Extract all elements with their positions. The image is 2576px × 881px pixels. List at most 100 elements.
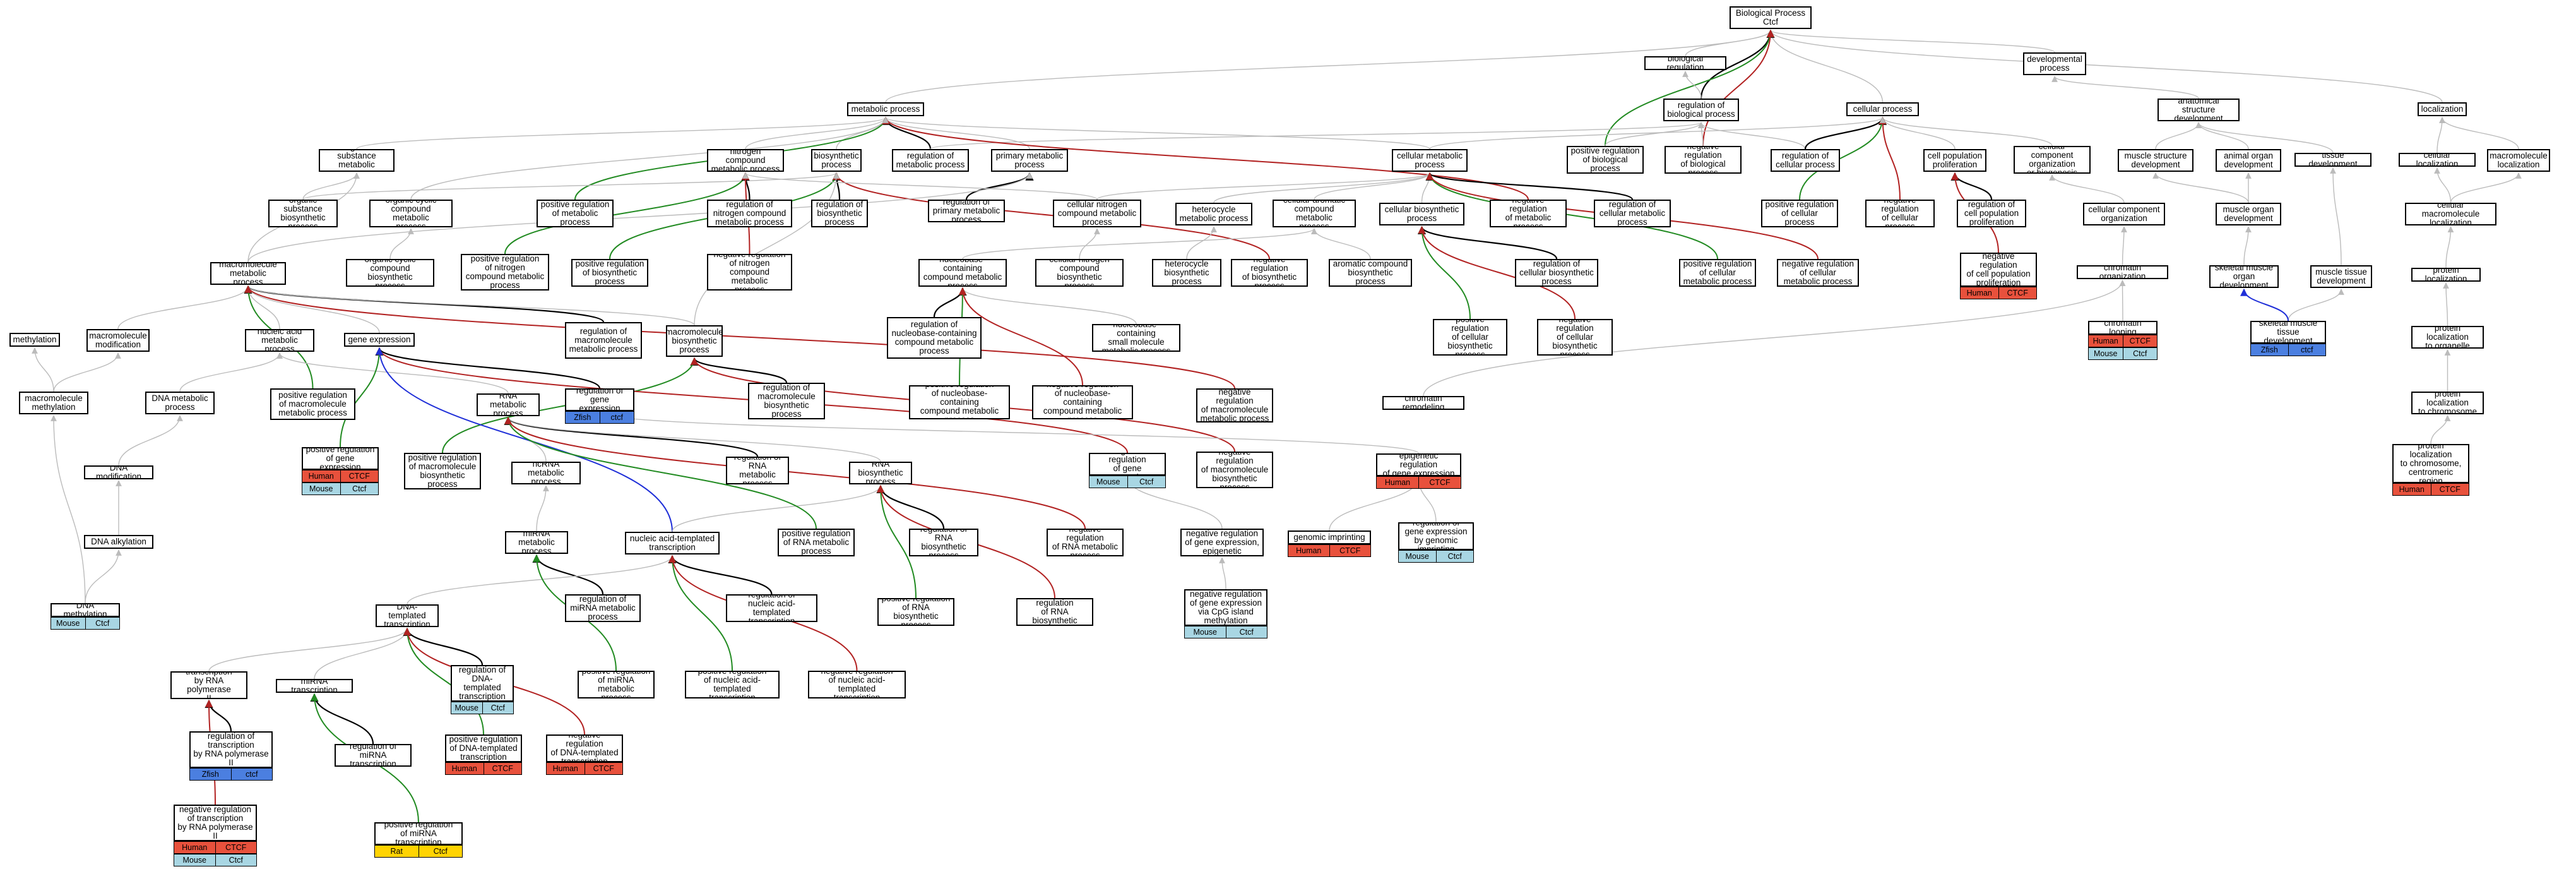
go-term-regrnabio[interactable]: regulation of RNA biosynthetic process	[909, 529, 978, 556]
go-term-posregmetab[interactable]: positive regulation of metabolic process	[537, 200, 614, 227]
go-term-cellproc[interactable]: cellular process	[1846, 102, 1919, 116]
go-term-mirnatrans[interactable]: miRNA transcription	[276, 679, 353, 693]
go-term-macrometab[interactable]: macromolecule metabolic process	[210, 262, 286, 285]
go-term-dnameth[interactable]: DNA methylation	[50, 603, 120, 617]
go-term-devproc[interactable]: developmental process	[2023, 52, 2086, 75]
go-term-musclestr[interactable]: muscle structure development	[2118, 149, 2193, 172]
go-term-cellpop[interactable]: cell population proliferation	[1923, 149, 1986, 172]
go-term-negregcellpop[interactable]: negative regulation of cell population p…	[1960, 253, 2037, 287]
go-term-protchrom[interactable]: protein localization to chromosome	[2411, 392, 2484, 414]
go-term-negregcellbiosyn[interactable]: negative regulation of cellular biosynth…	[1537, 319, 1613, 356]
go-term-posregmacro[interactable]: positive regulation of macromolecule met…	[270, 388, 355, 420]
go-term-nucbio[interactable]: nucleobase-containing small molecule met…	[1092, 324, 1180, 352]
go-term-negreggeneexp[interactable]: negative regulation of gene expression	[1089, 453, 1166, 476]
go-term-macrobiosyn[interactable]: macromolecule biosynthetic process	[666, 325, 723, 357]
go-term-posregmirnatrans[interactable]: positive regulation of miRNA transcripti…	[374, 822, 463, 845]
go-term-geneexp[interactable]: gene expression	[344, 333, 415, 347]
go-term-rnametab[interactable]: RNA metabolic process	[477, 393, 540, 416]
go-term-regnitro[interactable]: regulation of nitrogen compound metaboli…	[707, 200, 792, 227]
go-term-regmetab[interactable]: regulation of metabolic process	[892, 149, 969, 172]
go-term-skelmuscletissue[interactable]: skeletal muscle tissue development	[2250, 321, 2326, 344]
go-term-protorganelle[interactable]: protein localization to organelle	[2411, 326, 2484, 349]
go-term-chromloop[interactable]: chromatin looping	[2088, 321, 2158, 335]
go-term-posregrna[interactable]: positive regulation of RNA metabolic pro…	[778, 529, 855, 556]
go-term-posregcell[interactable]: positive regulation of cellular process	[1761, 200, 1838, 227]
go-term-regcell[interactable]: regulation of cellular process	[1771, 149, 1840, 172]
go-term-posregcellbiosyn[interactable]: positive regulation of cellular biosynth…	[1433, 319, 1507, 356]
go-term-protlocal[interactable]: protein localization	[2411, 268, 2481, 282]
go-term-muscletissue[interactable]: muscle tissue development	[2310, 265, 2372, 288]
go-term-mirnametab[interactable]: miRNA metabolic process	[505, 531, 568, 554]
go-term-posregrnabio[interactable]: positive regulation of RNA biosynthetic …	[877, 598, 954, 626]
go-term-dnametab[interactable]: DNA metabolic process	[145, 392, 215, 414]
go-term-regcellmetab[interactable]: regulation of cellular metabolic process	[1594, 200, 1671, 227]
go-term-regmirna[interactable]: regulation of miRNA metabolic process	[565, 594, 641, 622]
go-term-cellmetab[interactable]: cellular metabolic process	[1392, 149, 1468, 172]
go-term-macrometh[interactable]: macromolecule methylation	[19, 392, 88, 414]
go-term-cellnitro[interactable]: cellular nitrogen compound metabolic pro…	[1053, 200, 1141, 227]
go-term-regcellbiosyn[interactable]: regulation of cellular biosynthetic proc…	[1515, 259, 1598, 287]
go-term-cellbiosyn[interactable]: cellular biosynthetic process	[1379, 203, 1464, 225]
go-term-orgcyc[interactable]: organic cyclic compound metabolic proces…	[369, 200, 453, 227]
go-term-cellcomp[interactable]: cellular component organization or bioge…	[2014, 146, 2091, 174]
go-term-negregrnabio[interactable]: negative regulation of RNA biosynthetic …	[1016, 598, 1093, 626]
go-term-regnucbio[interactable]: regulation of nucleobase-containing comp…	[887, 317, 982, 359]
go-term-chromorg[interactable]: chromatin organization	[2077, 265, 2168, 279]
go-term-regdnatrans[interactable]: regulation of DNA-templated transcriptio…	[451, 665, 514, 702]
go-term-dnamod[interactable]: DNA modification	[84, 465, 153, 479]
go-term-posregnuctrans[interactable]: positive regulation of nucleic acid-temp…	[685, 671, 780, 698]
go-term-reggeneexp[interactable]: regulation of gene expression	[565, 388, 634, 411]
go-term-negregcellmetab[interactable]: negative regulation of cellular metaboli…	[1777, 259, 1859, 287]
go-term-epireg[interactable]: epigenetic regulation of gene expression	[1376, 453, 1461, 476]
go-term-regmirnatrans[interactable]: regulation of miRNA transcription	[335, 744, 412, 767]
go-term-animorgan[interactable]: animal organ development	[2216, 149, 2281, 172]
go-term-regmacrobio[interactable]: regulation of macromolecule biosynthetic…	[748, 383, 825, 419]
go-term-orgsub[interactable]: organic substance metabolic process	[319, 149, 395, 172]
go-term-posreggeneexp[interactable]: positive regulation of gene expression	[302, 447, 379, 470]
go-term-biosyn[interactable]: biosynthetic process	[811, 149, 862, 172]
go-term-genomicimp[interactable]: genomic imprinting	[1288, 530, 1371, 544]
go-term-dnaalk[interactable]: DNA alkylation	[84, 535, 153, 549]
go-term-negregmacro[interactable]: negative regulation of macromolecule met…	[1196, 388, 1273, 423]
go-term-skelmuscleorgan[interactable]: skeletal muscle organ development	[2209, 265, 2279, 288]
go-term-posregdnatrans[interactable]: positive regulation of DNA-templated tra…	[445, 734, 522, 762]
go-term-nucleobase[interactable]: nucleobase-containing compound metabolic…	[918, 259, 1007, 287]
go-term-primmetab[interactable]: primary metabolic process	[991, 149, 1068, 172]
go-term-reggeneimp[interactable]: regulation of gene expression by genomic…	[1398, 522, 1474, 550]
go-term-negregnucbio[interactable]: negative regulation of nucleobase-contai…	[1032, 385, 1133, 419]
go-term-negregbio[interactable]: negative regulation of biological proces…	[1665, 146, 1742, 174]
go-term-muscleorgan[interactable]: muscle organ development	[2216, 203, 2281, 225]
go-term-posregnitro[interactable]: positive regulation of nitrogen compound…	[461, 254, 549, 291]
go-term-methylation[interactable]: methylation	[9, 333, 60, 347]
go-term-protcentro[interactable]: protein localization to chromosome, cent…	[2392, 444, 2469, 483]
go-term-regprim[interactable]: regulation of primary metabolic process	[928, 200, 1005, 222]
go-term-negregrna[interactable]: negative regulation of RNA metabolic pro…	[1047, 529, 1124, 556]
go-term-nitro[interactable]: nitrogen compound metabolic process	[707, 149, 784, 172]
go-term-negregnitro[interactable]: negative regulation of nitrogen compound…	[707, 254, 792, 291]
go-term-negregmetab[interactable]: negative regulation of metabolic process	[1490, 200, 1567, 227]
go-term-transpol2[interactable]: transcription by RNA polymerase II	[170, 671, 247, 699]
go-term-regnuctrans[interactable]: regulation of nucleic acid-templated tra…	[726, 594, 817, 622]
go-term-posregbiosyn[interactable]: positive regulation of biosynthetic proc…	[571, 259, 648, 287]
go-term-regbiosyn[interactable]: regulation of biosynthetic process	[811, 200, 868, 227]
go-term-biolreg[interactable]: biological regulation	[1644, 56, 1726, 70]
go-term-heterobio[interactable]: heterocycle biosynthetic process	[1152, 259, 1221, 287]
go-term-celllocal[interactable]: cellular localization	[2399, 153, 2476, 167]
go-term-cellmacrolocal[interactable]: cellular macromolecule localization	[2405, 203, 2496, 225]
go-term-posregmacrobio[interactable]: positive regulation of macromolecule bio…	[404, 453, 481, 489]
go-term-regbio[interactable]: regulation of biological process	[1663, 99, 1739, 121]
go-term-bp[interactable]: Biological Process Ctcf	[1730, 6, 1812, 29]
go-term-chromremod[interactable]: chromatin remodeling	[1382, 396, 1464, 410]
go-term-anat[interactable]: anatomical structure development	[2158, 99, 2240, 121]
go-term-regrnametab[interactable]: regulation of RNA metabolic process	[726, 457, 789, 484]
go-term-ncrna[interactable]: ncRNA metabolic process	[511, 462, 581, 484]
go-term-hetero[interactable]: heterocycle metabolic process	[1175, 203, 1252, 225]
go-term-negregnuctrans[interactable]: negative regulation of nucleic acid-temp…	[808, 671, 906, 698]
go-term-nuctrans[interactable]: nucleic acid-templated transcription	[625, 532, 720, 554]
go-term-metab[interactable]: metabolic process	[847, 102, 924, 116]
go-term-posregnucbio[interactable]: positive regulation of nucleobase-contai…	[909, 385, 1010, 419]
go-term-tissue[interactable]: tissue development	[2294, 153, 2371, 167]
go-term-negregtranspol2[interactable]: negative regulation of transcription by …	[174, 805, 257, 841]
go-term-aromaticbio[interactable]: aromatic compound biosynthetic process	[1329, 259, 1412, 287]
go-term-regcellpop[interactable]: regulation of cell population proliferat…	[1957, 200, 2026, 227]
